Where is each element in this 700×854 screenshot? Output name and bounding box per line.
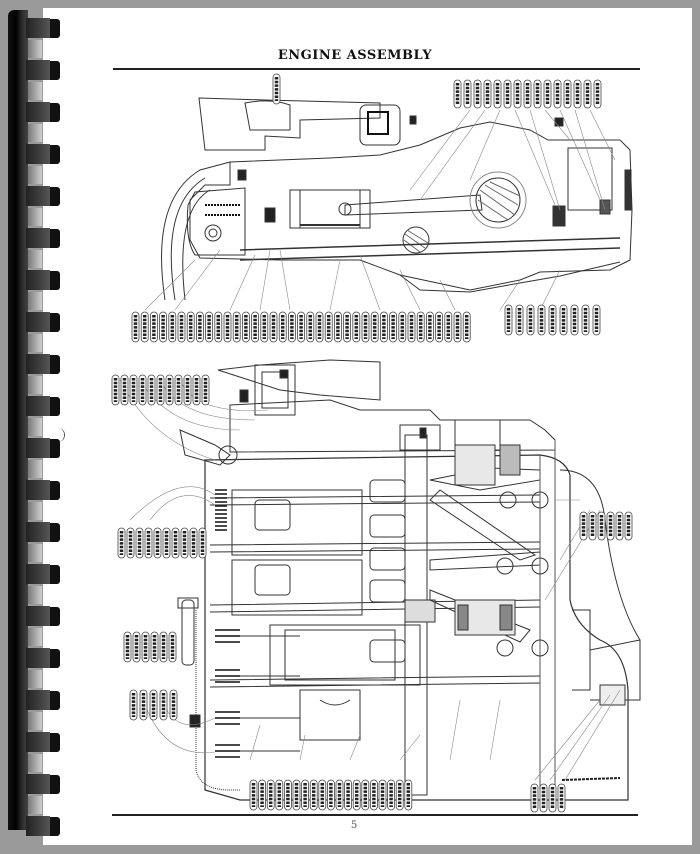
page-number: 5 xyxy=(350,820,358,831)
binding-comb-tab xyxy=(26,354,62,394)
binding-comb-tab xyxy=(26,774,62,814)
binding-comb-tab xyxy=(26,438,62,478)
upper-engine-section xyxy=(161,97,633,301)
binding-comb-tab xyxy=(26,564,62,604)
binding-comb-tab xyxy=(26,648,62,688)
binding-comb-tab xyxy=(26,396,62,436)
binding-comb-tab xyxy=(26,606,62,646)
binding-comb-tab xyxy=(26,312,62,352)
binding-comb-tab xyxy=(26,522,62,562)
binding-comb-tab xyxy=(26,228,62,268)
binding-comb-tab xyxy=(26,102,62,142)
page-title: ENGINE ASSEMBLY xyxy=(277,48,433,63)
binding-comb-tab xyxy=(26,270,62,310)
header-rule xyxy=(113,68,640,70)
footer-rule xyxy=(112,814,638,816)
lower-engine-section xyxy=(177,359,641,801)
binding-comb-tab xyxy=(26,60,62,100)
binding-comb-tab xyxy=(26,18,62,58)
binding-comb-tab xyxy=(26,732,62,772)
binding-spine xyxy=(8,10,28,830)
binding-comb-tab xyxy=(26,186,62,226)
binding-comb-tab xyxy=(26,480,62,520)
hole-punch-mark xyxy=(54,428,65,442)
binding-comb-tab xyxy=(26,144,62,184)
binding-comb-tab xyxy=(26,816,62,836)
part-number-callouts xyxy=(111,73,633,813)
binding-comb-tab xyxy=(26,690,62,730)
